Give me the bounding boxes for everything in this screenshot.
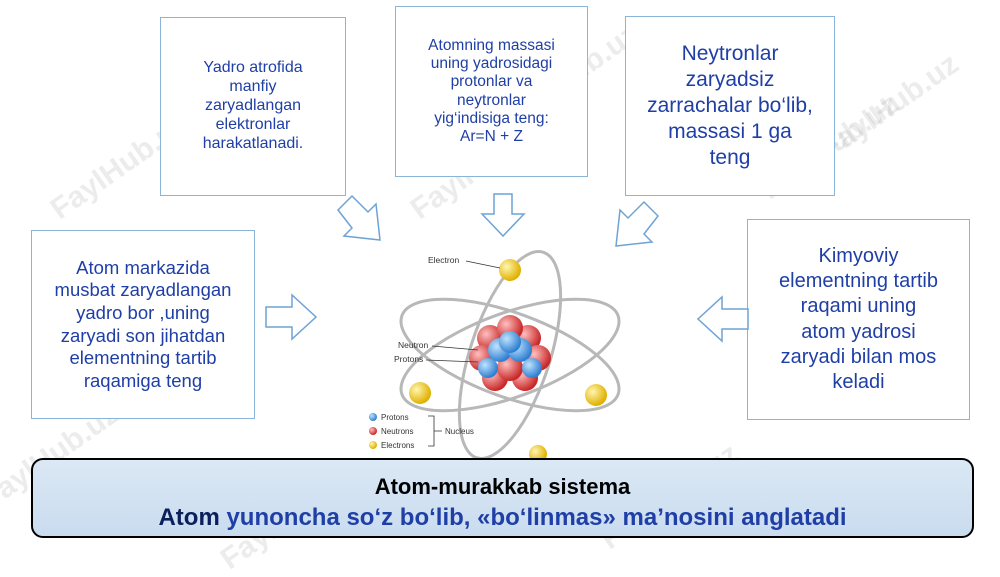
arrow-right-icon xyxy=(265,293,318,341)
fact-text: Atomning massasi uning yadrosidagi proto… xyxy=(428,36,555,146)
watermark: FaylHub.uz xyxy=(814,47,965,166)
orbits xyxy=(399,250,621,460)
legend-neutrons: Neutrons xyxy=(381,427,413,436)
legend-protons: Protons xyxy=(381,413,409,422)
legend-electrons: Electrons xyxy=(381,441,414,450)
banner-subtitle: Atom yunoncha so‘z bo‘lib, «bo‘linmas» m… xyxy=(33,504,972,532)
fact-box-electrons: Yadro atrofida manfiy zaryadlangan elekt… xyxy=(160,17,346,196)
arrow-down-icon xyxy=(480,193,526,238)
arrow-down-right-icon xyxy=(337,194,381,241)
electron xyxy=(499,259,521,281)
fact-text: Neytronlar zaryadsiz zarrachalar bo‘lib,… xyxy=(647,41,813,170)
label-electron: Electron xyxy=(428,255,459,265)
banner-subtitle-prefix: Atom xyxy=(158,504,220,531)
arrow-down-left-icon xyxy=(615,200,659,247)
banner-subtitle-rest: yunoncha so‘z bo‘lib, «bo‘linmas» ma’nos… xyxy=(219,504,847,531)
electron xyxy=(585,384,607,406)
fact-box-neutrons: Neytronlar zaryadsiz zarrachalar bo‘lib,… xyxy=(625,16,835,196)
fact-box-nucleus: Atom markazida musbat zaryadlangan yadro… xyxy=(31,230,255,419)
fact-text: Yadro atrofida manfiy zaryadlangan elekt… xyxy=(202,59,304,152)
nucleus xyxy=(469,315,551,391)
fact-box-atomic-number: Kimyoviy elementning tartib raqami uning… xyxy=(747,219,970,420)
banner-title: Atom-murakkab sistema xyxy=(374,474,631,499)
arrow-left-icon xyxy=(696,295,749,343)
fact-text: Kimyoviy elementning tartib raqami uning… xyxy=(779,244,938,393)
label-neutron: Neutron xyxy=(398,340,429,350)
summary-banner: Atom-murakkab sistema Atom yunoncha so‘z… xyxy=(31,458,974,538)
legend: Protons Neutrons Electrons Nucleus xyxy=(369,413,474,450)
atom-diagram: Electron Neutron Protons Protons Neutron… xyxy=(369,250,621,460)
legend-nucleus: Nucleus xyxy=(445,427,474,436)
electron xyxy=(529,445,547,460)
label-protons: Protons xyxy=(394,354,423,364)
fact-text: Atom markazida musbat zaryadlangan yadro… xyxy=(54,256,232,391)
fact-box-mass: Atomning massasi uning yadrosidagi proto… xyxy=(395,6,588,177)
electron xyxy=(409,382,431,404)
